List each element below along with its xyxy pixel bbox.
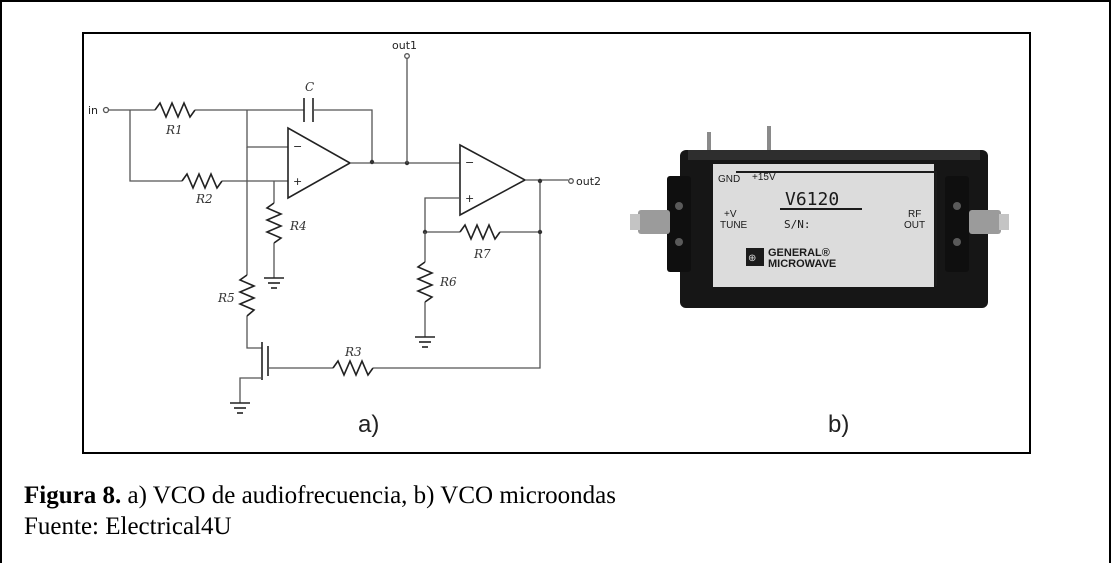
label-r5: R5 [217, 291, 235, 305]
opamp-2 [459, 143, 527, 217]
opamp1-plus: + [293, 175, 302, 188]
device-brand-bottom: MICROWAVE [768, 258, 836, 270]
device-tune-top: +V [724, 209, 737, 220]
resistor-r3 [332, 358, 374, 378]
device-model: V6120 [785, 189, 839, 210]
opamp-1 [287, 126, 352, 200]
label-r6: R6 [439, 275, 457, 289]
figure-label: Figura 8. [24, 482, 122, 509]
device-gnd: GND [718, 174, 740, 185]
resistor-r7 [459, 222, 501, 242]
opamp2-minus: − [465, 156, 474, 169]
resistor-r2 [181, 171, 223, 191]
resistor-r5 [237, 274, 257, 317]
caption-text: a) VCO de audiofrecuencia, b) VCO microo… [121, 482, 616, 509]
caption-line: Figura 8. a) VCO de audiofrecuencia, b) … [24, 480, 616, 511]
resistor-r1 [154, 100, 196, 120]
panel-label-b: b) [828, 411, 849, 438]
label-r4: R4 [289, 219, 307, 233]
label-out1: out1 [392, 39, 417, 52]
label-out2: out2 [576, 175, 601, 188]
device-tune-bottom: TUNE [720, 220, 748, 231]
caption-source: Fuente: Electrical4U [24, 513, 232, 540]
device-rf-top: RF [908, 209, 921, 220]
resistor-r6 [415, 261, 435, 303]
vco-circuit-schematic: in out1 out2 C R1 R2 R3 R4 R5 R6 R7 − + … [88, 39, 601, 438]
device-serial: S/N: [784, 218, 811, 231]
device-brand-top: GENERAL® [768, 247, 830, 259]
svg-text:⊕: ⊕ [748, 253, 756, 264]
panel-label-a: a) [358, 411, 379, 438]
device-supply: +15V [752, 172, 776, 183]
opamp2-plus: + [465, 192, 474, 205]
opamp1-minus: − [293, 140, 302, 153]
vco-microwave-module: GND +15V V6120 +V TUNE S/N: RF OUT ⊕ GEN… [630, 126, 1009, 438]
resistor-r4 [264, 202, 284, 244]
in-terminal [102, 106, 110, 114]
label-r1: R1 [165, 123, 183, 137]
brand-logo-icon [746, 248, 764, 266]
label-r3: R3 [344, 345, 362, 359]
label-r7: R7 [473, 247, 491, 261]
out1-terminal [404, 53, 410, 59]
label-r2: R2 [195, 192, 213, 206]
device-rf-bottom: OUT [904, 220, 925, 231]
label-c: C [305, 80, 314, 94]
out2-terminal [568, 178, 574, 184]
figure-caption: Figura 8. a) VCO de audiofrecuencia, b) … [24, 480, 616, 542]
label-in: in [88, 104, 98, 117]
